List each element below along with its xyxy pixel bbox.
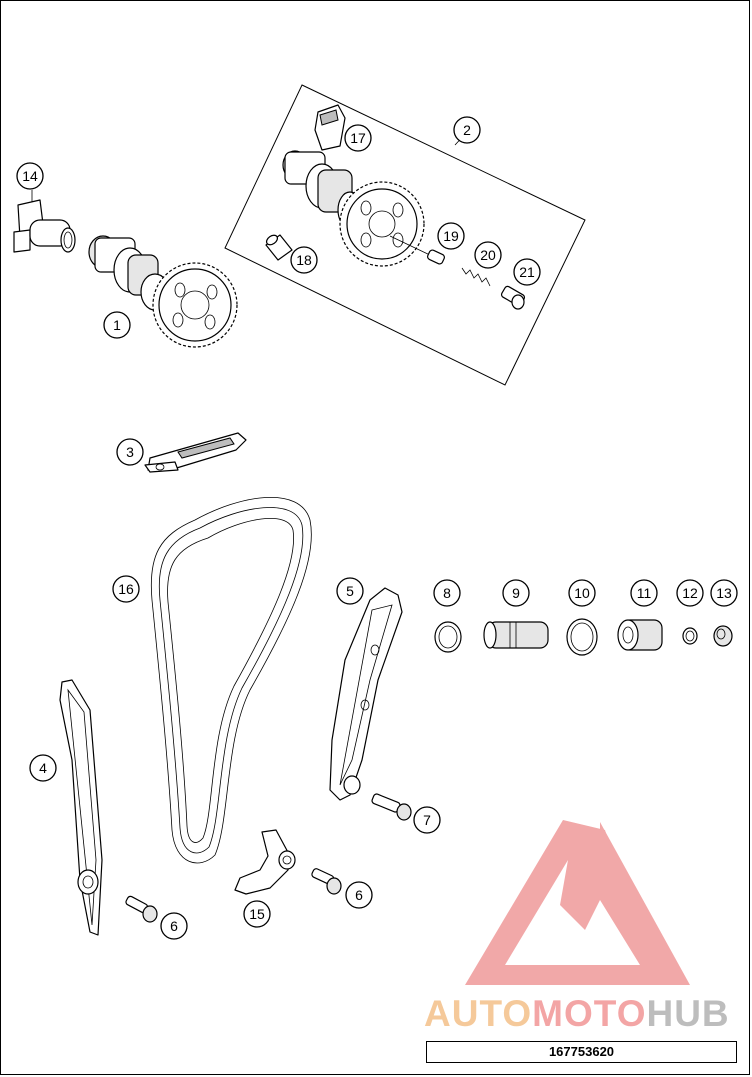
part-18-pin bbox=[265, 234, 293, 261]
callout-18-label: 18 bbox=[296, 252, 312, 268]
callout-17-label: 17 bbox=[350, 130, 366, 146]
callout-10: 10 bbox=[568, 579, 596, 607]
callout-5: 5 bbox=[336, 577, 364, 605]
assembly-2-frame bbox=[224, 84, 586, 386]
part-19-plunger bbox=[389, 235, 445, 265]
part-6-bolt-left bbox=[125, 895, 158, 923]
part-1-camshaft bbox=[88, 235, 238, 348]
watermark-logo-mark bbox=[465, 820, 690, 985]
callout-9-label: 9 bbox=[512, 585, 520, 601]
part-2-camshaft-assembly bbox=[282, 150, 425, 267]
callout-15: 15 bbox=[243, 900, 271, 928]
callout-6-right-label: 6 bbox=[355, 887, 363, 903]
callout-6-right: 6 bbox=[345, 881, 373, 909]
callout-12-label: 12 bbox=[682, 585, 698, 601]
callout-7: 7 bbox=[413, 806, 441, 834]
callout-17: 17 bbox=[344, 124, 372, 152]
watermark-word-hub: HUB bbox=[646, 993, 730, 1034]
part-7-bolt bbox=[371, 793, 412, 821]
part-4-chain-guide-rail bbox=[59, 679, 103, 936]
callout-5-label: 5 bbox=[346, 583, 354, 599]
callout-21: 21 bbox=[513, 258, 541, 286]
callout-10-label: 10 bbox=[574, 585, 590, 601]
part-11-screw-plug bbox=[617, 619, 663, 651]
part-3-cam-bridge bbox=[144, 432, 247, 473]
callout-15-label: 15 bbox=[249, 906, 265, 922]
callout-2: 2 bbox=[453, 116, 481, 144]
part-20-spring bbox=[461, 267, 491, 287]
callout-11: 11 bbox=[630, 579, 658, 607]
watermark-wordmark: AUTOMOTOHUB bbox=[424, 992, 744, 1036]
callout-13-label: 13 bbox=[716, 585, 732, 601]
part-12-seal-ring bbox=[682, 627, 698, 645]
watermark-word-moto: MOTO bbox=[532, 993, 647, 1034]
callout-21-label: 21 bbox=[519, 264, 535, 280]
callout-4-label: 4 bbox=[39, 760, 47, 776]
part-8-seal-ring bbox=[434, 621, 462, 653]
callout-11-label: 11 bbox=[637, 585, 652, 601]
callout-20: 20 bbox=[474, 241, 502, 269]
callout-19: 19 bbox=[437, 222, 465, 250]
callout-1-label: 1 bbox=[113, 317, 121, 333]
callout-16: 16 bbox=[112, 575, 140, 603]
callout-8: 8 bbox=[433, 579, 461, 607]
callout-6-left: 6 bbox=[160, 912, 188, 940]
watermark-word-auto: AUTO bbox=[424, 993, 533, 1034]
callout-2-label: 2 bbox=[463, 122, 471, 138]
part-13-screw-plug bbox=[713, 625, 733, 647]
part-15-chain-guide bbox=[234, 829, 296, 895]
callout-12: 12 bbox=[676, 579, 704, 607]
part-14-sensor-sleeve bbox=[13, 190, 76, 253]
callout-13: 13 bbox=[710, 579, 738, 607]
part-5-tensioner-rail bbox=[329, 587, 403, 801]
callout-3: 3 bbox=[116, 438, 144, 466]
callout-19-label: 19 bbox=[443, 228, 459, 244]
part-16-timing-chain bbox=[150, 496, 312, 864]
part-6-bolt-right bbox=[311, 868, 342, 895]
callout-14-label: 14 bbox=[22, 168, 38, 184]
callout-16-label: 16 bbox=[118, 581, 134, 597]
callout-1: 1 bbox=[103, 311, 131, 339]
callout-14: 14 bbox=[16, 162, 44, 190]
diagram-code: 167753620 bbox=[426, 1041, 737, 1063]
callout-20-label: 20 bbox=[480, 247, 496, 263]
part-17-decompressor-lever bbox=[314, 104, 346, 151]
part-10-o-ring bbox=[566, 618, 598, 656]
callout-8-label: 8 bbox=[443, 585, 451, 601]
callout-9: 9 bbox=[502, 579, 530, 607]
callout-4: 4 bbox=[29, 754, 57, 782]
callout-18: 18 bbox=[290, 246, 318, 274]
callout-6-left-label: 6 bbox=[170, 918, 178, 934]
callout-7-label: 7 bbox=[423, 812, 431, 828]
part-21-screw bbox=[500, 285, 526, 310]
callout-3-label: 3 bbox=[126, 444, 134, 460]
part-9-tensioner-plunger bbox=[483, 621, 549, 649]
